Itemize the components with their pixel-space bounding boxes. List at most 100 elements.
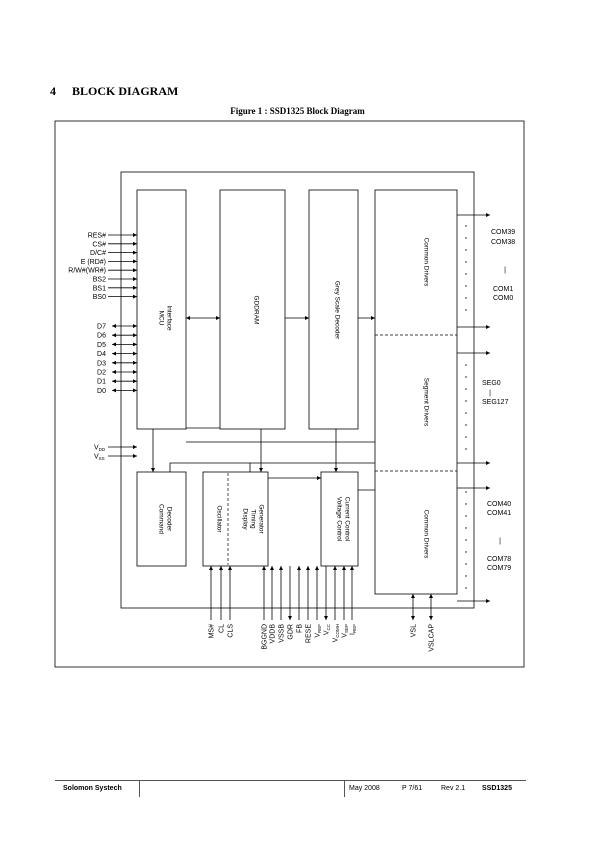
- bottom-pin-label: VCC: [324, 623, 332, 635]
- bottom-pin-label: VDDB: [270, 624, 277, 644]
- input-pin-label: E (RD#): [81, 259, 106, 266]
- driver-column-block: [374, 189, 458, 595]
- signal-wires: [108, 213, 490, 620]
- com-label: COM40: [487, 501, 511, 508]
- section-title: BLOCK DIAGRAM: [72, 84, 179, 98]
- segment-drivers-label: Segment Drivers: [422, 378, 429, 427]
- ellipsis-dot: [465, 364, 467, 366]
- mcu-interface-block: [136, 189, 187, 430]
- voltage-control-label: Voltage Control: [335, 497, 342, 542]
- ellipsis-dot: [465, 448, 467, 450]
- bottom-pin-label: VSL: [411, 624, 418, 637]
- common-drivers-label: Common Drivers: [422, 510, 429, 560]
- input-pin-label: BS1: [93, 285, 106, 292]
- bottom-pin-label: IREF: [350, 624, 358, 635]
- com-label: COM39: [491, 229, 515, 236]
- oscillator-label: Oscillator: [215, 505, 222, 533]
- range-separator: |: [499, 538, 501, 545]
- chip-boundary: [120, 171, 475, 609]
- common-drivers-label: Common Drivers: [422, 238, 429, 288]
- ellipsis-dot: [465, 503, 467, 505]
- ellipsis-dot: [465, 412, 467, 414]
- mcu-label: Interface: [165, 305, 172, 331]
- input-pin-label: CS#: [92, 241, 106, 248]
- ellipsis-dot: [465, 273, 467, 275]
- command-decoder-block: [136, 471, 187, 567]
- bottom-pin-label: CLS: [228, 624, 235, 638]
- footer-page: P 7/61: [402, 785, 423, 792]
- footer-part: SSD1325: [482, 785, 512, 792]
- data-pin-label: D1: [97, 379, 106, 386]
- voltage-current-block: [320, 471, 359, 567]
- ellipsis-dot: [465, 539, 467, 541]
- pin-labels: RES#CS# D/C# E (RD#) R/W#(WR#) BS2BS1BS0D7D6…: [68, 229, 515, 652]
- oscillator-timing-block: [202, 471, 269, 567]
- timing-generator-label: Generator: [257, 504, 264, 534]
- footer-divider: [344, 781, 345, 797]
- voltage-control-label: Current Control: [343, 497, 350, 542]
- power-pin-label: VDD: [94, 445, 106, 453]
- com-label: COM79: [487, 565, 511, 572]
- ellipsis-dot: [465, 309, 467, 311]
- ellipsis-dot: [465, 237, 467, 239]
- section-number: 4: [50, 84, 56, 98]
- data-pin-label: D4: [97, 351, 106, 358]
- data-pin-label: D6: [97, 333, 106, 340]
- input-pin-label: R/W#(WR#): [68, 268, 106, 275]
- ellipsis-dot: [465, 575, 467, 577]
- bottom-pin-label: GDR: [288, 624, 295, 640]
- footer-date: May 2008: [349, 785, 380, 792]
- bottom-pin-label: RESE: [306, 624, 313, 643]
- footer-company: Solomon Systech: [63, 785, 122, 792]
- gddram-block: [219, 189, 286, 430]
- input-pin-label: BS0: [93, 294, 106, 301]
- data-pin-label: D0: [97, 388, 106, 395]
- input-pin-label: RES#: [88, 233, 106, 240]
- seg-label: SEG127: [482, 399, 509, 406]
- driver-dots: [465, 225, 467, 589]
- bottom-pin-label: VSEP: [342, 624, 350, 638]
- ellipsis-dot: [465, 225, 467, 227]
- ellipsis-dot: [465, 527, 467, 529]
- data-pin-label: D5: [97, 342, 106, 349]
- bottom-pin-label: VCOMH: [333, 624, 341, 642]
- ellipsis-dot: [465, 551, 467, 553]
- ellipsis-dot: [465, 261, 467, 263]
- grey-scale-label: Grey Scale Decoder: [333, 281, 340, 340]
- bottom-pin-label: FB: [297, 624, 304, 633]
- ellipsis-dot: [465, 285, 467, 287]
- command-decoder-label: Command: [157, 504, 164, 534]
- ellipsis-dot: [465, 376, 467, 378]
- ellipsis-dot: [465, 491, 467, 493]
- ellipsis-dot: [465, 388, 467, 390]
- bottom-pin-label: VSLCAP: [429, 624, 436, 652]
- bottom-pin-label: BGGND: [262, 624, 269, 650]
- com-label: COM41: [487, 510, 511, 517]
- ellipsis-dot: [465, 400, 467, 402]
- range-separator: |: [489, 390, 491, 397]
- range-separator: |: [504, 267, 506, 274]
- figure-frame: [54, 120, 525, 668]
- bottom-pin-label: VSSB: [279, 624, 286, 643]
- ellipsis-dot: [465, 515, 467, 517]
- timing-generator-label: Display: [241, 508, 248, 530]
- command-decoder-label: Decoder: [165, 507, 172, 532]
- ellipsis-dot: [465, 297, 467, 299]
- footer-rev: Rev 2.1: [441, 785, 466, 792]
- footer-divider: [139, 781, 140, 797]
- ellipsis-dot: [465, 587, 467, 589]
- com-label: COM38: [491, 239, 515, 246]
- bottom-pin-label: MS#: [209, 624, 216, 639]
- gddram-label: GDDRAM: [252, 296, 259, 325]
- page-footer: Solomon Systech May 2008 P 7/61 Rev 2.1 …: [55, 780, 526, 797]
- ellipsis-dot: [465, 436, 467, 438]
- ellipsis-dot: [465, 249, 467, 251]
- figure-caption: Figure 1 : SSD1325 Block Diagram: [230, 106, 365, 116]
- input-pin-label: D/C#: [90, 250, 106, 257]
- com-label: COM0: [493, 295, 513, 302]
- data-pin-label: D3: [97, 360, 106, 367]
- input-pin-label: BS2: [93, 277, 106, 284]
- data-pin-label: D7: [97, 324, 106, 331]
- command-bus: [169, 462, 375, 472]
